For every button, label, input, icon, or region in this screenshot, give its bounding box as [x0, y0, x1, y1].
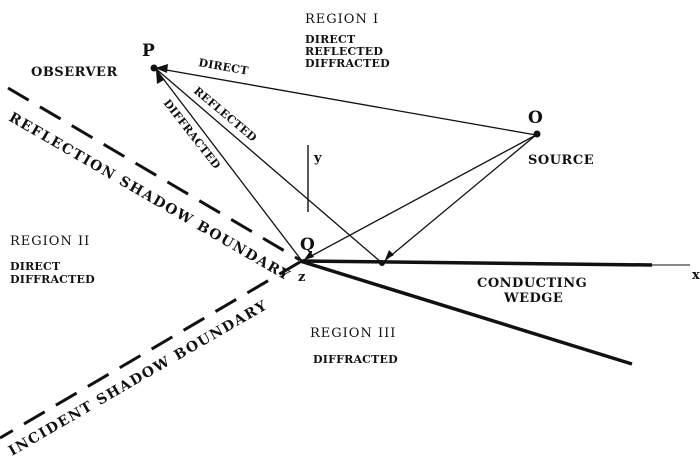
reflection-point [379, 260, 385, 266]
reflected-ray-incoming [381, 134, 537, 264]
wedge-label-line-2: WEDGE [503, 291, 563, 306]
region-3-line-diffracted: DIFFRACTED [313, 353, 398, 366]
region-2-line-direct: DIRECT [10, 260, 61, 273]
source-letter: O [528, 108, 543, 128]
source-point [533, 130, 541, 138]
region-1-line-diffracted: DIFFRACTED [305, 57, 390, 70]
source-label: SOURCE [528, 153, 594, 168]
region-3-title: REGION III [310, 326, 396, 341]
diffracted-ray-outgoing [154, 67, 303, 262]
edge-letter: Q [300, 235, 315, 255]
direct-ray-label: DIRECT [197, 56, 249, 78]
reflection-shadow-boundary-line [7, 86, 301, 262]
observer-letter: P [142, 41, 155, 61]
direct-ray [154, 67, 537, 136]
y-axis-label: y [313, 151, 322, 166]
edge-axis-label: z [298, 270, 306, 285]
arrow-at-observer [156, 70, 164, 84]
arrow-reflection-point [385, 250, 394, 260]
region-2-line-diffracted: DIFFRACTED [10, 273, 95, 286]
region-1-title: REGION I [305, 12, 379, 27]
diffracted-ray-incoming [301, 134, 537, 262]
x-axis-label: x [692, 268, 700, 283]
region-1-line-direct: DIRECT [305, 33, 356, 46]
wedge-label-line-1: CONDUCTING [477, 276, 587, 291]
arrow-at-edge [304, 251, 314, 260]
wedge-bottom-face [299, 259, 633, 366]
reflected-ray-outgoing [154, 67, 383, 264]
region-1-line-reflected: REFLECTED [305, 45, 383, 58]
region-2-title: REGION II [10, 234, 90, 249]
arrow-direct [155, 64, 168, 73]
incident-shadow-boundary-line [0, 260, 301, 440]
incident-shadow-boundary-label: INCIDENT SHADOW BOUNDARY [6, 297, 271, 459]
observer-point [150, 64, 158, 72]
observer-label: OBSERVER [31, 65, 118, 80]
wedge-top-face [299, 259, 653, 267]
